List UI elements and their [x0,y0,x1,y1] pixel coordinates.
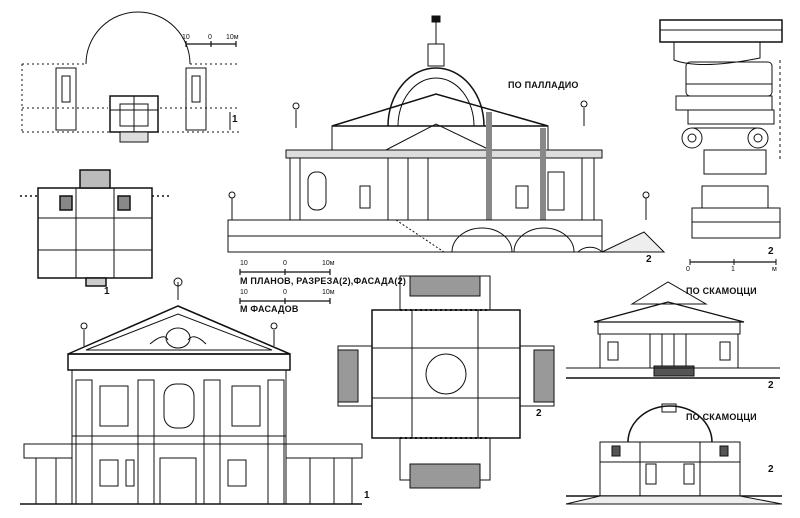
main-scale-caption-facades: М ФАСАДОВ [240,304,299,314]
column-capital-drawing [659,19,783,265]
site-plan-scale-bar [185,41,237,47]
figure-number-scamozzi-facade: 2 [768,380,774,391]
capital-scale-tick-left: 0 [686,266,690,273]
main-scale-bars [239,269,331,304]
capital-scale-tick-mid: 1 [731,266,735,273]
main-facade-drawing [20,277,363,505]
figure-number-site-plan: 1 [232,114,238,125]
figure-number-main-facade: 1 [364,490,370,501]
scamozzi-section-drawing [565,403,783,505]
label-po-palladio: ПО ПАЛЛАДИО [508,80,579,90]
site-scale-tick-left: 10 [182,34,190,41]
main-scale2-tick-mid: 0 [283,289,287,296]
main-scale-caption-plans: М ПЛАНОВ, РАЗРЕЗА(2),ФАСАДА(2) [240,276,407,286]
scamozzi-facade-drawing [566,281,780,379]
palladio-section-drawing [227,15,666,253]
figure-number-capital: 2 [768,246,774,257]
main-scale-tick-right: 10м [322,260,335,267]
capital-scale-tick-right: м [772,266,777,273]
site-scale-tick-right: 10м [226,34,239,41]
main-scale2-tick-right: 10м [322,289,335,296]
small-floor-plan-drawing [20,169,170,287]
label-po-skamocci-bottom: ПО СКАМОЦЦИ [686,412,757,422]
figure-number-scamozzi-section: 2 [768,464,774,475]
main-scale-tick-mid: 0 [283,260,287,267]
site-plan-drawing [21,11,240,143]
figure-number-floor-plan: 1 [104,286,110,297]
main-scale2-tick-left: 10 [240,289,248,296]
main-scale-tick-left: 10 [240,260,248,267]
figure-number-palladio-section: 2 [646,254,652,265]
site-scale-tick-mid: 0 [208,34,212,41]
label-po-skamocci-top: ПО СКАМОЦЦИ [686,286,757,296]
cross-plan-drawing [337,275,555,489]
figure-number-cross-plan: 2 [536,408,542,419]
